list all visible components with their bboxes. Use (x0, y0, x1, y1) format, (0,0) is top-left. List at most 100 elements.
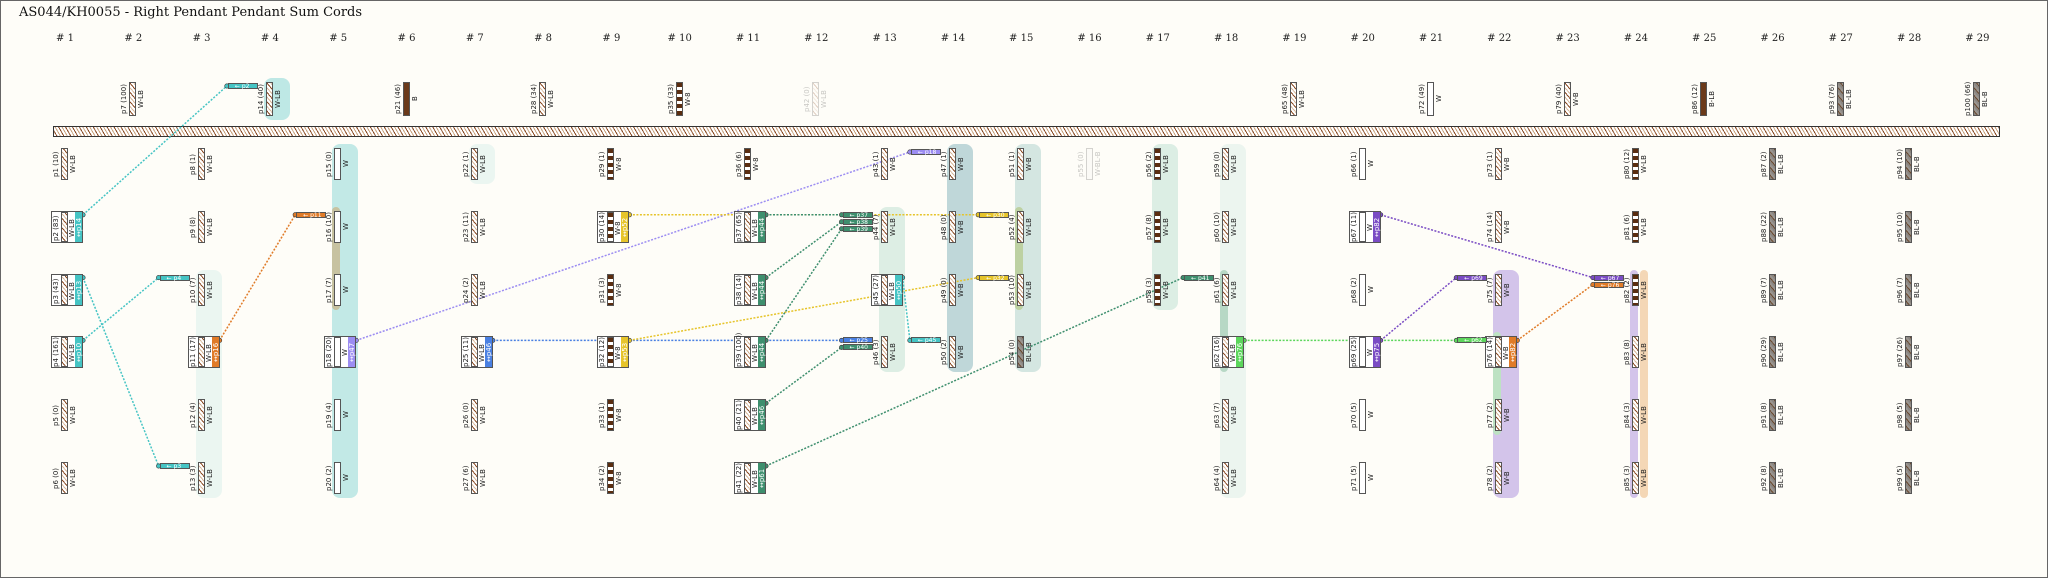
sum-cord-box[interactable]: p40 (21)W-LB↔p46 (734, 399, 766, 432)
cord-color: W-LB (478, 280, 487, 299)
cord-strand (880, 148, 888, 180)
sum-cord-box[interactable]: p3 (43)W-LB↔p13 (51, 273, 83, 306)
cord-strand (1153, 210, 1161, 243)
sum-target-cell[interactable]: ↔p47 (348, 337, 356, 368)
cord-strand (1017, 336, 1025, 369)
sum-cord-box[interactable]: p37 (65)W-LB↔p44 (734, 210, 766, 243)
sum-target-cell[interactable]: ↔p14 (75, 211, 83, 242)
cord-label: p27 (6) (461, 465, 470, 491)
sum-target-label: ↔p50 (894, 279, 903, 300)
incoming-sum-tag[interactable]: ← p41 (1184, 274, 1215, 281)
incoming-sum-tag[interactable]: ← p18 (910, 149, 941, 156)
sum-target-cell[interactable]: ↔p53 (621, 337, 629, 368)
cord-color: BL-LB (1776, 154, 1785, 174)
sum-target-cell[interactable]: ↔p52 (621, 211, 629, 242)
sum-cord-box[interactable]: p11 (17)W-LB↔p16 (187, 336, 220, 369)
sum-target-cell[interactable]: ↔p44 (758, 274, 766, 305)
cord-strand (1973, 82, 1981, 116)
incoming-sum-tag[interactable]: ← p67 (1593, 274, 1624, 281)
cord-color: W-B (1503, 471, 1512, 485)
sum-cord-box[interactable]: p39 (100)W-LB↔p44 (734, 333, 766, 369)
cord-strand (1905, 336, 1913, 369)
cord-strand (539, 82, 547, 116)
cord-strand (1495, 273, 1503, 306)
cord-color: W-B (888, 157, 897, 171)
cord-color: W-LB (205, 155, 214, 173)
incoming-sum-tag[interactable]: ← p11 (296, 211, 327, 218)
sum-link-p32-p53 (629, 276, 979, 342)
sum-cord-box[interactable]: p18 (20)W↔p47 (324, 336, 357, 369)
column-label: # 7 (465, 33, 484, 44)
sum-target-cell[interactable]: ↔p44 (758, 337, 766, 368)
incoming-sum-tag[interactable]: ← p76 (1593, 281, 1624, 288)
cord-strand (1153, 273, 1161, 306)
incoming-sum-tag[interactable]: ← p32 (979, 274, 1010, 281)
cord-strand (470, 210, 478, 243)
incoming-sum-tag[interactable]: ← p25 (842, 337, 873, 344)
sum-cord-box[interactable]: p38 (14)W-LB↔p44 (734, 273, 766, 306)
cord-strand (744, 463, 751, 493)
cord-color: W-B (1503, 157, 1512, 171)
incoming-sum-tag[interactable]: ← p45 (910, 337, 941, 344)
group-band (332, 144, 359, 498)
sum-cord-box[interactable]: p69 (25)W↔p75 (1348, 336, 1381, 369)
column-label: # 27 (1828, 33, 1853, 44)
incoming-sum-tag[interactable]: ← p37 (842, 211, 873, 218)
sum-cord-box[interactable]: p32 (12)W-8↔p53 (597, 336, 630, 369)
sum-target-cell[interactable]: ↔p13 (75, 274, 83, 305)
column-label: # 13 (872, 33, 897, 44)
cord-color: W-LB (205, 280, 214, 299)
sum-cord-box[interactable]: p67 (11)W↔p82 (1348, 210, 1381, 243)
cord-color: W-LB (1639, 343, 1648, 362)
sum-target-label: ↔p44 (758, 217, 766, 237)
cord-strand (1222, 462, 1230, 494)
incoming-sum-tag[interactable]: ← p4 (159, 274, 190, 281)
cord-label: p61 (6) (1213, 276, 1222, 303)
incoming-sum-tag[interactable]: ← p3 (159, 463, 190, 470)
sum-target-cell[interactable]: ↔p46 (758, 400, 766, 431)
cord-label: p15 (0) (325, 151, 334, 177)
sum-cord-box[interactable]: p62 (16)W-LB↔p76 (1212, 336, 1245, 369)
cord-color: W-LB (887, 281, 896, 300)
sum-target-cell[interactable]: ↔p76 (1236, 337, 1244, 368)
incoming-sum-tag[interactable]: ← p62 (1457, 337, 1488, 344)
cord-label: p37 (65) (735, 211, 743, 242)
incoming-sum-tag[interactable]: ← p2 (227, 83, 258, 90)
sum-target-cell[interactable]: ↔p10 (75, 337, 83, 368)
cord-label: p7 (100) (120, 84, 129, 114)
cord-strand (607, 211, 615, 242)
sum-target-cell[interactable]: ↔p75 (1372, 337, 1381, 368)
cord-label: p10 (7) (188, 276, 197, 303)
cord-label: p59 (0) (1213, 151, 1222, 177)
sum-cord-box[interactable]: p45 (27)W-LB↔p50 (870, 273, 903, 306)
incoming-sum-tag[interactable]: ← p38 (842, 218, 873, 225)
incoming-sum-tag[interactable]: ← p40 (842, 344, 873, 351)
cord-color: W-B (1503, 408, 1512, 423)
sum-target-cell[interactable]: ↔p44 (758, 211, 766, 242)
cord-color: W-B (956, 282, 965, 297)
incoming-sum-tag[interactable]: ← p39 (842, 225, 873, 232)
cord-label: p9 (8) (188, 216, 197, 238)
column-label: # 23 (1555, 33, 1580, 44)
cord-color: W-B (956, 345, 965, 360)
cord-strand (470, 273, 478, 306)
sum-target-cell[interactable]: ↔p16 (211, 337, 220, 368)
sum-cord-box[interactable]: p2 (83)W-LB↔p14 (51, 210, 83, 243)
cord-label: p63 (7) (1213, 402, 1222, 428)
sum-cord-box[interactable]: p76 (14)W-B↔p82 (1485, 336, 1518, 369)
cord-color: W-B (956, 157, 965, 171)
incoming-sum-tag[interactable]: ← p69 (1457, 274, 1488, 281)
sum-target-cell[interactable]: ↔p82 (1372, 211, 1381, 242)
sum-target-cell[interactable]: ↔p82 (1509, 337, 1517, 368)
sum-cord-box[interactable]: p41 (22)W-LB↔p61 (734, 462, 766, 494)
sum-cord-box[interactable]: p4 (161)W-LB↔p10 (51, 336, 83, 369)
sum-target-cell[interactable]: ↔p61 (758, 463, 766, 493)
sum-cord-box[interactable]: p30 (14)W-8↔p52 (597, 210, 630, 243)
sum-cord-box[interactable]: p25 (11)W-LB↔p46 (460, 336, 493, 369)
incoming-sum-tag[interactable]: ← p30 (979, 211, 1010, 218)
column-label: # 21 (1418, 33, 1444, 44)
cord-label: p70 (5) (1349, 402, 1358, 428)
cord-color: BL-B (1913, 407, 1922, 424)
sum-target-cell[interactable]: ↔p50 (894, 274, 903, 305)
sum-target-cell[interactable]: ↔p46 (484, 337, 493, 368)
